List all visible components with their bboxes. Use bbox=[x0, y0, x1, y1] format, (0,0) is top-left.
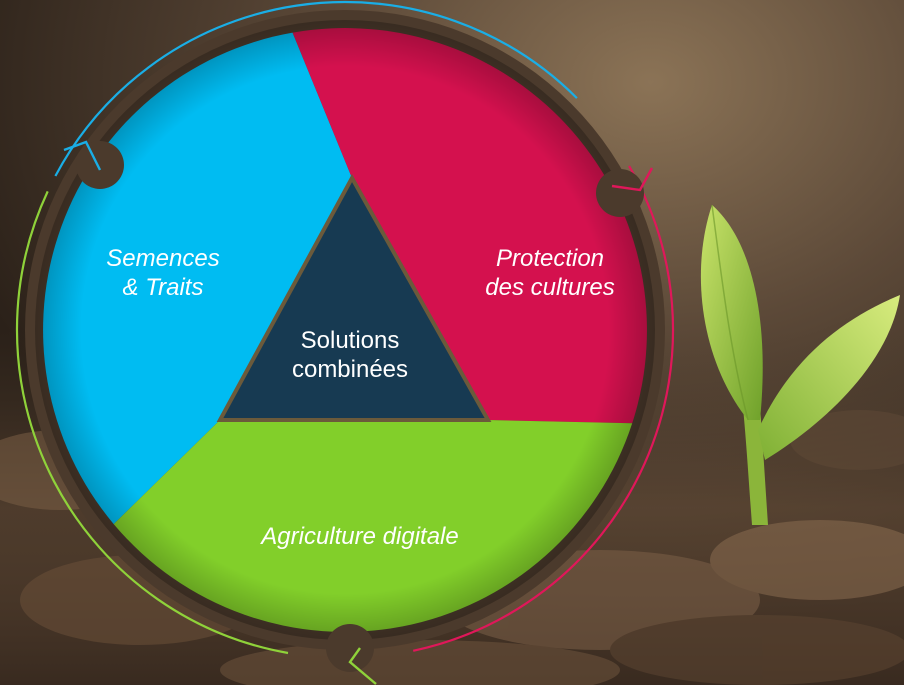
label-protection-cultures: Protection des cultures bbox=[485, 245, 615, 302]
label-agriculture-digitale: Agriculture digitale bbox=[261, 523, 459, 550]
chevron-icon-pink bbox=[611, 167, 654, 192]
label-solutions-combinees: Solutions combinées bbox=[291, 327, 409, 384]
center-triangle bbox=[216, 173, 492, 422]
connector-notch-right bbox=[596, 169, 644, 217]
seedling-illustration bbox=[700, 204, 900, 525]
chevron-icon-blue bbox=[63, 140, 102, 171]
label-semences-traits: Semences & Traits bbox=[106, 245, 220, 302]
connector-notch-bottom bbox=[326, 624, 374, 672]
seedling-leaf-right bbox=[758, 295, 900, 460]
seedling-leaf-left bbox=[700, 205, 763, 420]
chevron-icon-green bbox=[348, 647, 377, 685]
ring-connectors bbox=[63, 140, 654, 685]
connector-notch-top-left bbox=[76, 141, 124, 189]
